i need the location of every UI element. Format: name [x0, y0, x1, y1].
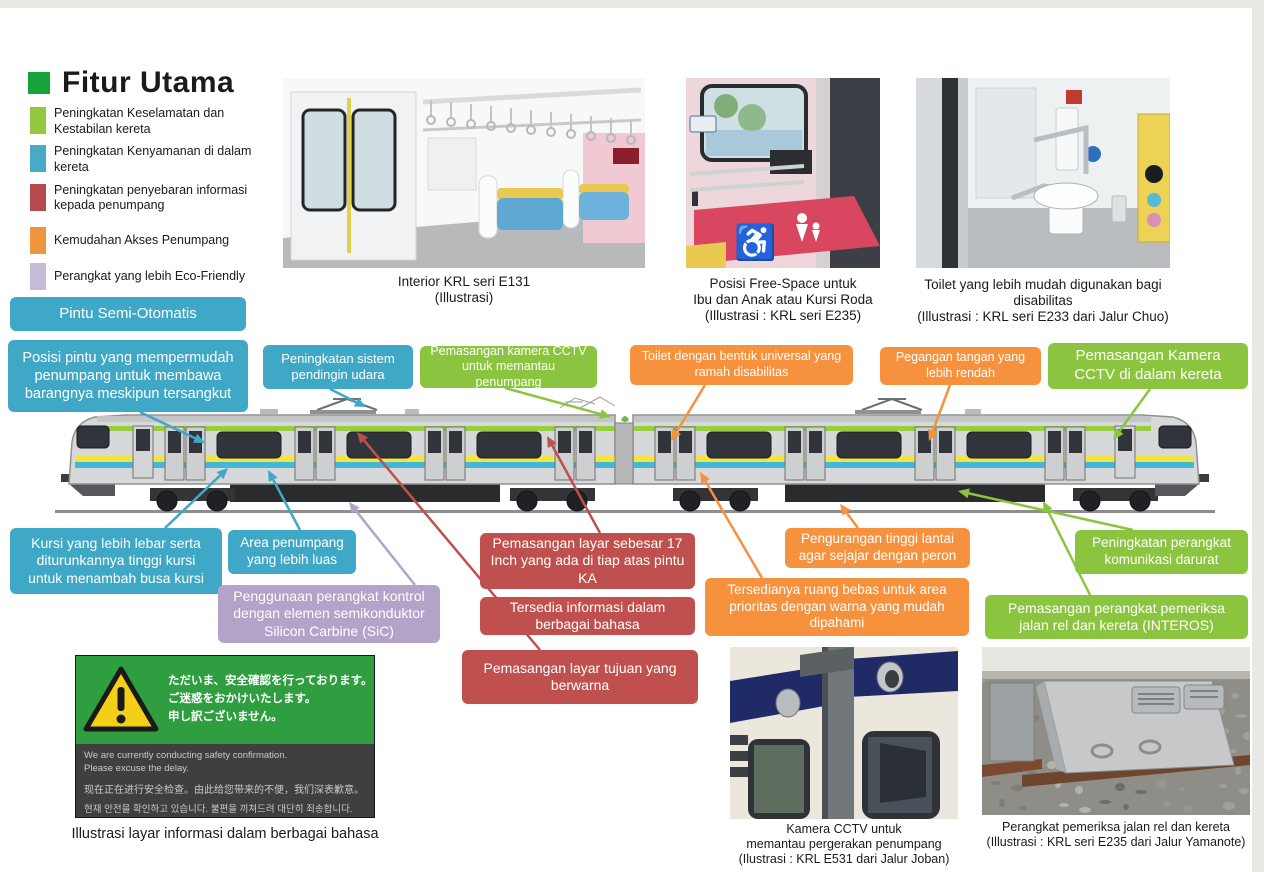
legend-swatch-teal [30, 145, 46, 173]
legend-label: Perangkat yang lebih Eco-Friendly [54, 268, 246, 283]
sign-korean-text: 현재 안전을 확인하고 있습니다. 불편을 끼쳐드려 대단히 죄송합니다. [84, 803, 353, 815]
legend-item-eco: Perangkat yang lebih Eco-Friendly [30, 262, 280, 290]
callout-layar-tujuan: Pemasangan layar tujuan yang berwarna [462, 650, 698, 704]
cctv-drawing [730, 647, 958, 819]
hanging-straps [426, 100, 636, 145]
callout-toilet-universal: Toilet dengan bentuk universal yang rama… [630, 345, 853, 385]
legend-item-information: Peningkatan penyebaran informasi kepada … [30, 183, 280, 214]
roof-antenna-sketch [559, 396, 616, 409]
callout-sic: Penggunaan perangkat kontrol dengan elem… [218, 585, 440, 643]
train-drawing [55, 396, 1215, 513]
track-device-photo [982, 647, 1250, 815]
pantograph-1 [316, 397, 378, 411]
callout-cctv-memantau: Pemasangan kamera CCTV untuk memantau pe… [420, 344, 597, 389]
callout-posisi-pintu: Posisi pintu yang mempermudah penumpang … [8, 340, 248, 412]
page-title: Fitur Utama [28, 66, 234, 100]
callout-pegangan-tangan: Pegangan tangan yang lebih rendah [880, 347, 1041, 385]
callout-info-bahasa: Tersedia informasi dalam berbagai bahasa [480, 597, 695, 635]
freespace-photo: ♿ [686, 78, 880, 268]
info-screen-sign: ただいま、安全確認を行っております。 ご迷惑をおかけいたします。 申し訳ございま… [75, 655, 375, 818]
legend-swatch-red [30, 183, 46, 211]
legend-swatch-orange [30, 226, 46, 254]
legend-label: Kemudahan Akses Penumpang [54, 232, 230, 247]
legend: Peningkatan Keselamatan dan Kestabilan k… [30, 106, 280, 297]
freespace-caption: Posisi Free-Space untuk Ibu dan Anak ata… [693, 276, 873, 324]
callout-pintu-semi-otomatis: Pintu Semi-Otomatis [10, 297, 246, 331]
legend-label: Peningkatan Kenyamanan di dalam kereta [54, 144, 252, 174]
freespace-drawing: ♿ [686, 78, 880, 268]
train-illustration [55, 396, 1215, 523]
legend-item-safety: Peningkatan Keselamatan dan Kestabilan k… [30, 106, 280, 137]
page-title-label: Fitur Utama [62, 66, 235, 99]
legend-label: Peningkatan Keselamatan dan Kestabilan k… [54, 106, 225, 136]
legend-label: Peningkatan penyebaran informasi kepada … [54, 182, 248, 213]
callout-komunikasi-darurat: Peningkatan perangkat komunikasi darurat [1075, 530, 1248, 574]
wheelchair-icon: ♿ [734, 223, 776, 262]
callout-area-penumpang: Area penumpang yang lebih luas [228, 530, 356, 574]
callout-tinggi-lantai: Pengurangan tinggi lantai agar sejajar d… [785, 528, 970, 568]
title-bullet-icon [28, 72, 50, 94]
sign-english-text: We are currently conducting safety confi… [84, 750, 288, 774]
gangway-marker [621, 416, 629, 422]
toilet-caption: Toilet yang lebih mudah digunakan bagi d… [917, 277, 1169, 325]
interior-illustration-drawing [283, 78, 645, 268]
callout-pendingin-udara: Peningkatan sistem pendingin udara [263, 345, 413, 389]
legend-item-comfort: Peningkatan Kenyamanan di dalam kereta [30, 144, 280, 175]
callout-layar-17-inch: Pemasangan layar sebesar 17 Inch yang ad… [480, 533, 695, 589]
sign-caption: Illustrasi layar informasi dalam berbaga… [71, 826, 379, 842]
toilet-photo [916, 78, 1170, 268]
toilet-drawing [916, 78, 1170, 268]
pantograph-2 [861, 397, 923, 411]
callout-interos: Pemasangan perangkat pemeriksa jalan rel… [985, 595, 1248, 639]
right-border [1252, 0, 1264, 872]
interior-illustration [283, 78, 645, 268]
callout-cctv-dalam-kereta: Pemasangan Kamera CCTV di dalam kereta [1048, 343, 1248, 389]
track-photo-caption: Perangkat pemeriksa jalan rel dan kereta… [986, 820, 1246, 849]
interior-caption: Interior KRL seri E131 (Illustrasi) [397, 274, 531, 306]
top-border [0, 0, 1264, 8]
sign-chinese-text: 现在正在进行安全检查。由此给您带来的不便，我们深表歉意。 [84, 784, 364, 796]
cctv-photo-caption: Kamera CCTV untuk memantau pergerakan pe… [738, 822, 950, 866]
callout-kursi-lebar: Kursi yang lebih lebar serta diturunkann… [10, 528, 222, 594]
callout-ruang-bebas: Tersedianya ruang bebas untuk area prior… [705, 578, 969, 636]
legend-swatch-purple [30, 262, 46, 290]
legend-item-access: Kemudahan Akses Penumpang [30, 226, 280, 254]
legend-swatch-green [30, 107, 46, 134]
cctv-photo [730, 647, 958, 819]
warning-triangle-icon [83, 666, 159, 732]
sign-japanese-text: ただいま、安全確認を行っております。 ご迷惑をおかけいたします。 申し訳ございま… [168, 675, 373, 723]
track-device-drawing [982, 647, 1250, 815]
